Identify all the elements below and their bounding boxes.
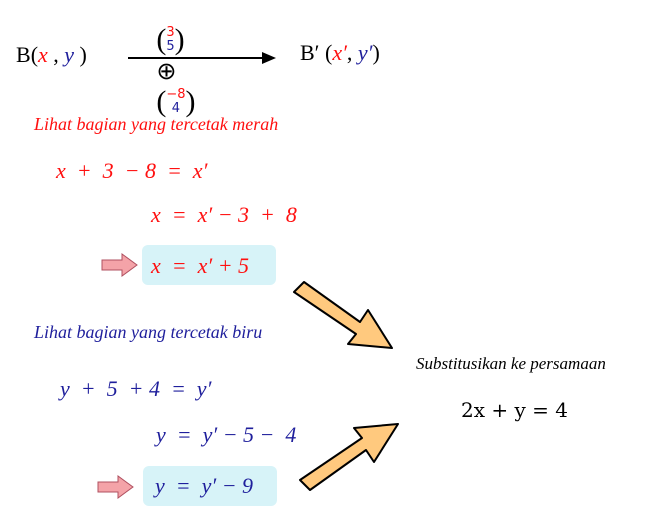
composition-operator: ⊕: [156, 57, 177, 85]
image-point: B′ (x′, y′): [300, 40, 380, 65]
substitution-note: Substitusikan ke persamaan: [416, 354, 606, 373]
point-label: B: [16, 42, 31, 67]
point-x: x: [38, 42, 48, 67]
down-right-arrow-icon: [293, 281, 393, 349]
target-equation: 2x + y = 4: [461, 398, 568, 422]
blue-result: y = y′ − 9: [155, 473, 254, 498]
mapping-arrow-icon: [128, 52, 276, 64]
red-result-highlight: [142, 245, 276, 285]
up-right-arrow-icon: [299, 423, 399, 491]
vector-2-top: −8: [166, 87, 186, 102]
blue-result-highlight: [143, 466, 277, 506]
image-y: y′: [357, 40, 373, 65]
pointer-arrow-icon: [101, 253, 138, 277]
blue-equation-2: y = y′ − 5 − 4: [156, 422, 297, 447]
red-result: x = x′ + 5: [151, 253, 250, 278]
red-equation-1: x + 3 − 8 = x′: [56, 158, 208, 183]
vector-1-bottom: 5: [166, 39, 175, 54]
image-point-label: B′: [300, 40, 320, 65]
blue-note: Lihat bagian yang tercetak biru: [34, 322, 263, 342]
vector-1-top: 3: [166, 25, 175, 40]
pointer-arrow-icon: [97, 475, 134, 499]
point-y: y: [64, 42, 75, 67]
image-x: x′: [332, 40, 347, 65]
blue-equation-1: y + 5 + 4 = y′: [60, 376, 212, 401]
red-equation-2: x = x′ − 3 + 8: [151, 202, 297, 227]
vector-2-bottom: 4: [171, 101, 181, 116]
original-point: B(x , y ): [16, 42, 87, 67]
red-note: Lihat bagian yang tercetak merah: [34, 114, 279, 134]
